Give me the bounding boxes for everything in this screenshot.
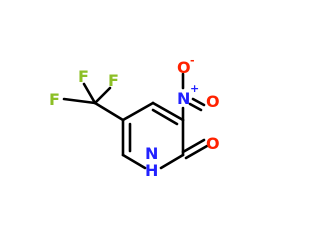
bond-cf-top [82, 82, 97, 105]
ring-nitrogen-hydrogen: H [145, 161, 158, 180]
bond-cf-right [93, 86, 112, 105]
carbonyl-oxygen-atom: O [206, 134, 220, 153]
nitro-oxygen-top-atom: O [177, 58, 191, 77]
nitro-nitrogen-charge: + [190, 82, 199, 95]
bond-ring-c5-c4 [121, 101, 155, 122]
ring-nitrogen-atom: N [145, 144, 158, 163]
bond-cf3-to-ring [93, 101, 125, 122]
bond-ring-n1-c2 [159, 153, 185, 170]
bond-ring-c4-c3 [151, 101, 185, 122]
bond-carbonyl-b [184, 144, 209, 160]
bond-carbonyl-a [181, 138, 206, 154]
nitro-oxygen-top-charge: - [190, 54, 195, 67]
bond-ring-c6-n1 [121, 153, 147, 170]
bond-ring-c4-c3-inner [151, 108, 179, 126]
bond-nitro-o-right-a [191, 97, 206, 107]
fluorine-atom-right: F [108, 71, 119, 90]
nitro-oxygen-right-atom: O [206, 92, 220, 111]
bond-nitro-o-right-b [188, 102, 203, 112]
bond-cf-left [62, 97, 97, 105]
chemical-structure: F F F N + O - O O N H [49, 54, 220, 180]
nitro-nitrogen-atom: N [177, 89, 190, 108]
fluorine-atom-top: F [78, 67, 89, 86]
fluorine-atom-left: F [49, 90, 60, 109]
